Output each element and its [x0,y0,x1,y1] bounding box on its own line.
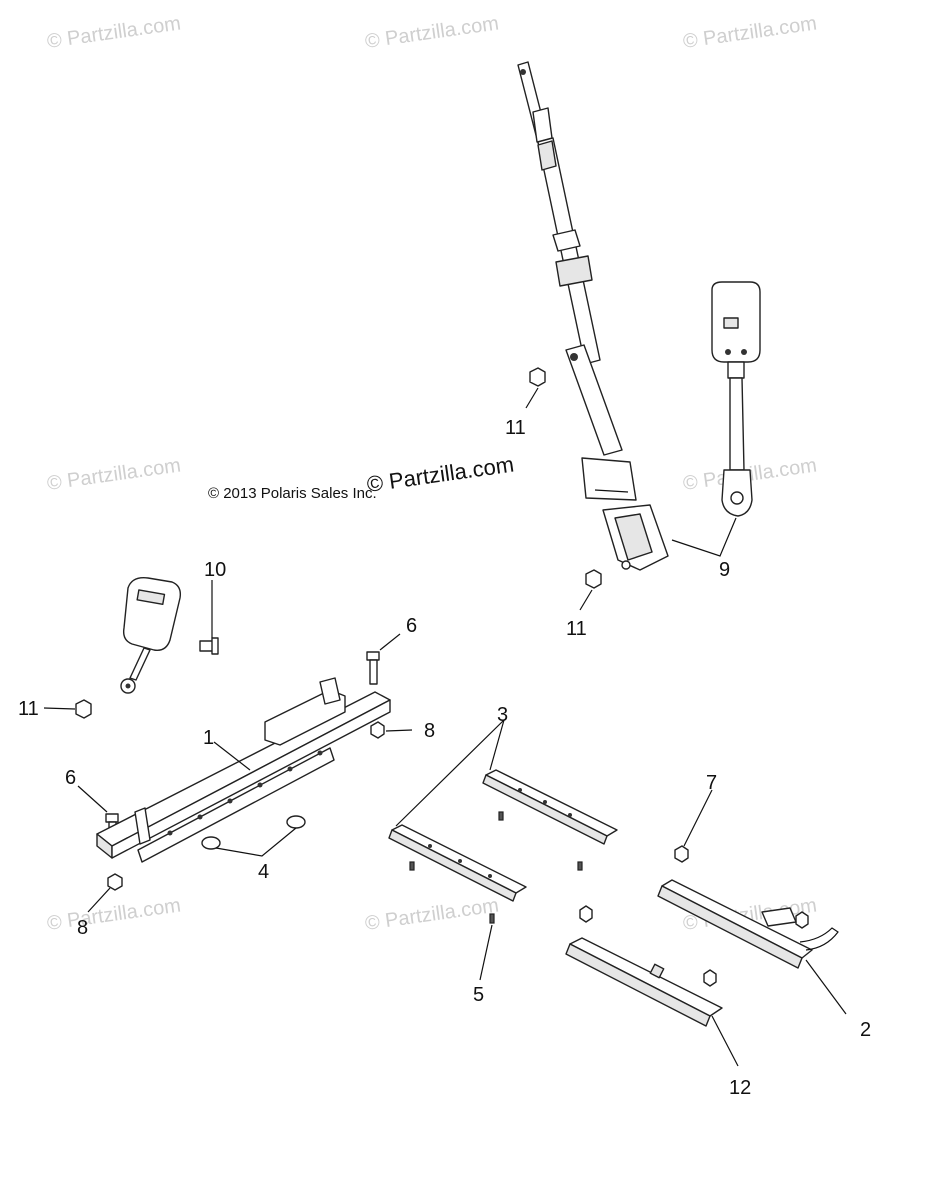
watermark: © Partzilla.com [682,12,819,53]
seat-belt-retractor [517,61,669,571]
seat-slide-rail-2 [657,879,839,969]
seat-belt-buckle-right [711,281,761,517]
callout-label: 8 [77,917,88,939]
seat-mount-rail [96,677,391,863]
seat-belt-buckle-left [120,577,182,694]
callout-label: 3 [497,704,508,726]
copyright-text: © 2013 Polaris Sales Inc. [208,485,377,502]
callout-labels: 1 2 3 4 5 6 6 7 8 8 9 10 11 11 11 12 [18,417,871,1099]
callout-label: 5 [473,984,484,1006]
seat-slide-rail-upper [388,769,618,902]
watermark: © Partzilla.com [46,454,183,495]
watermark: © Partzilla.com [364,12,501,53]
callout-label: 11 [18,698,39,720]
callout-label: 8 [424,720,435,742]
callout-label: 10 [204,559,226,581]
watermark: © Partzilla.com [46,894,183,935]
seat-slide-rail-12 [565,937,723,1027]
callout-label: 11 [505,417,526,439]
callout-label: 2 [860,1019,871,1041]
callout-label: 6 [406,615,417,637]
callout-label: 1 [203,727,214,749]
callout-label: 7 [706,772,717,794]
callout-label: 9 [719,559,730,581]
watermark: © Partzilla.com [364,894,501,935]
leader-lines [43,387,847,1067]
watermark: © Partzilla.com [46,12,183,53]
center-watermark: © Partzilla.com [365,452,515,497]
callout-label: 4 [258,861,269,883]
callout-label: 11 [566,618,587,640]
callout-label: 12 [729,1077,751,1099]
callout-label: 6 [65,767,76,789]
